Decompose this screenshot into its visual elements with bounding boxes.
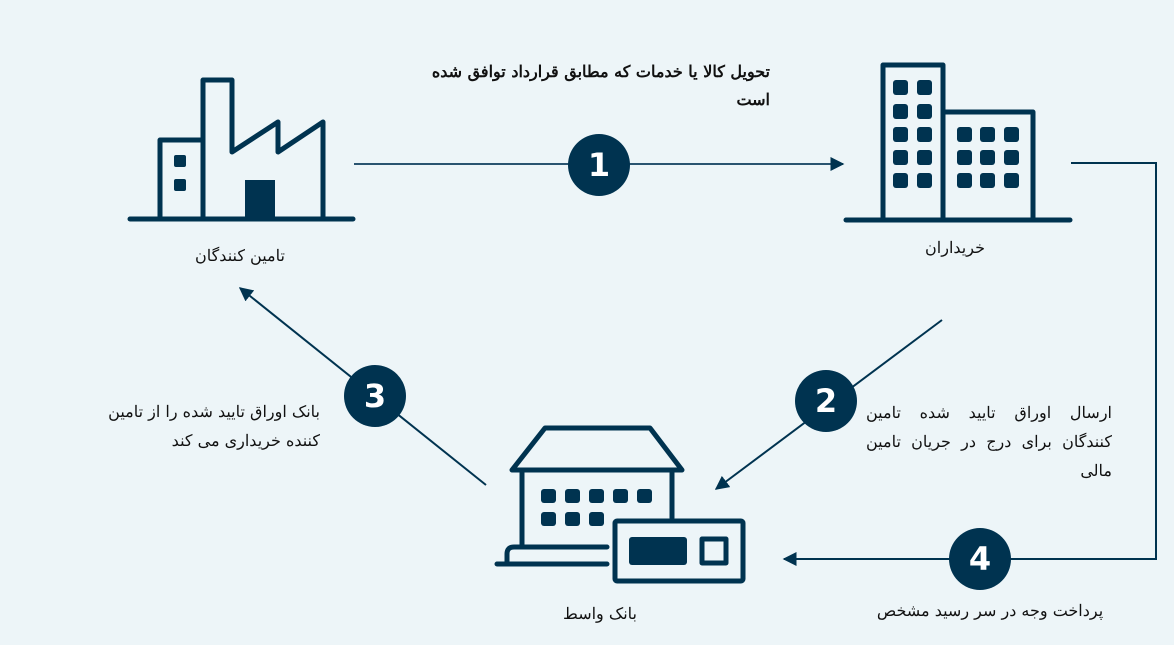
- step-4-description: پرداخت وجه در سر رسید مشخص: [876, 601, 1104, 620]
- step-1-badge: 1: [568, 134, 630, 196]
- office-buildings-icon: [843, 62, 1073, 223]
- step-2-badge: 2: [795, 370, 857, 432]
- supplier-label: تامین کنندگان: [195, 246, 285, 265]
- step-1-description: تحویل کالا یا خدمات که مطابق قرارداد توا…: [431, 62, 770, 109]
- buyer-label: خریداران: [925, 238, 985, 257]
- step-3-description: بانک اوراق تایید شده را از تامین کننده خ…: [108, 402, 320, 450]
- bank-building-with-card-icon: [494, 425, 746, 584]
- factory-icon: [127, 77, 356, 222]
- step-3-badge: 3: [344, 365, 406, 427]
- bank-label: بانک واسط: [563, 604, 637, 623]
- step-2-description: ارسال اوراق تایید شده تامین کنندگان برای…: [866, 403, 1112, 480]
- step-4-badge: 4: [949, 528, 1011, 590]
